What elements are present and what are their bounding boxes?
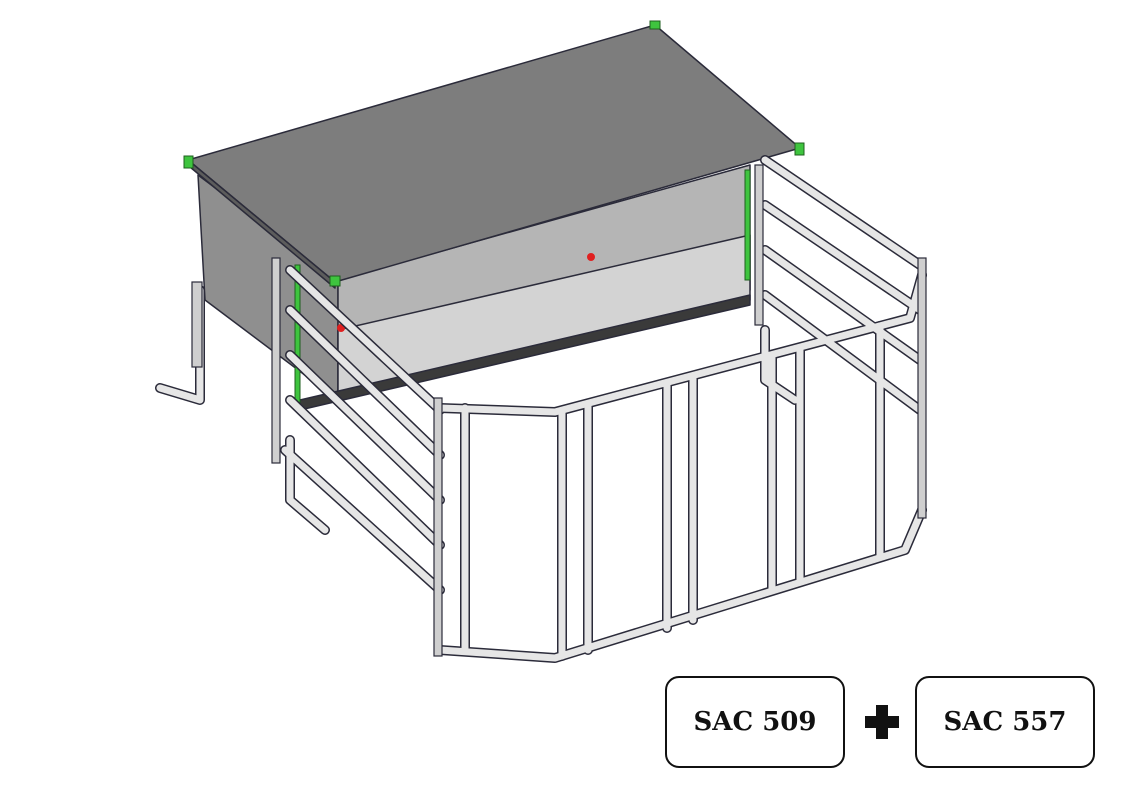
- component-code: SAC 557: [943, 707, 1067, 737]
- clip: [329, 275, 341, 287]
- clip: [794, 142, 805, 156]
- component-label-sac-509: SAC 509: [665, 676, 845, 768]
- post: [433, 397, 443, 657]
- post: [754, 164, 764, 326]
- post: [191, 281, 203, 368]
- clip-strip: [744, 169, 751, 281]
- component-code: SAC 509: [693, 707, 817, 737]
- post: [271, 257, 281, 464]
- fence-rails: [156, 156, 926, 662]
- valve: [587, 253, 595, 261]
- plus-icon: [865, 705, 899, 739]
- clip-strip: [294, 264, 301, 406]
- clip: [183, 155, 194, 169]
- clip: [649, 20, 661, 30]
- post: [917, 257, 927, 519]
- component-label-sac-557: SAC 557: [915, 676, 1095, 768]
